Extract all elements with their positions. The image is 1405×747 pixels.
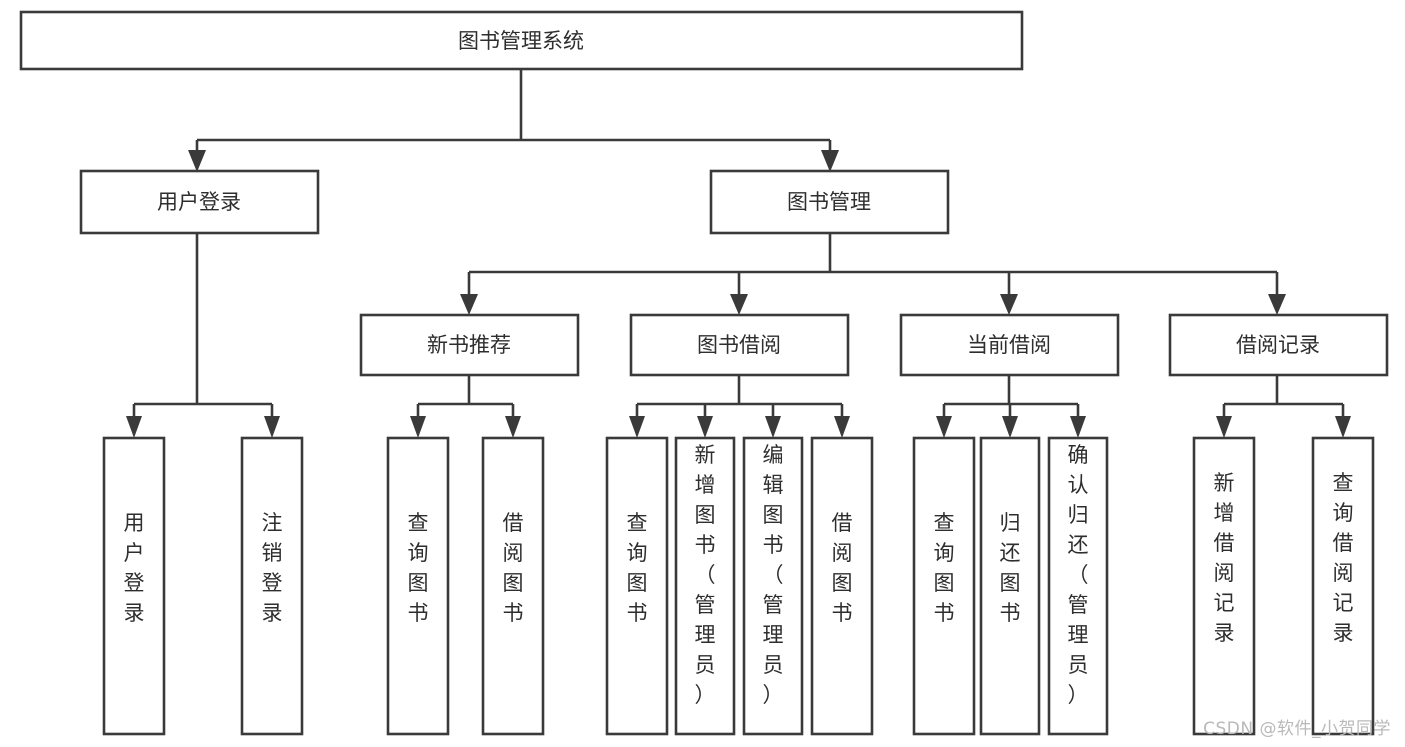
leaf-query-book-1-label: 查询图书 — [408, 511, 429, 625]
node-leaf-borrow-book-1[interactable]: 借阅图书 — [481, 436, 545, 736]
leaf-add-record-box[interactable] — [1192, 436, 1256, 736]
user-login-label: 用户登录 — [157, 190, 241, 214]
arrow-to-user-login — [188, 150, 206, 172]
node-book-manage[interactable]: 图书管理 — [709, 169, 950, 235]
leaf-borrow-book-1-box[interactable] — [481, 436, 545, 736]
leaf-add-book-box[interactable] — [674, 436, 736, 736]
leaf-logout-login-box[interactable] — [240, 436, 304, 736]
node-leaf-edit-book[interactable]: 编辑图书（管理员） — [742, 436, 804, 736]
book-borrow-label: 图书借阅 — [697, 333, 781, 357]
arrow-to-leaf-borrow-book-1 — [505, 416, 521, 438]
leaf-query-book-1-box[interactable] — [386, 436, 450, 736]
leaf-user-login-box[interactable] — [102, 436, 166, 736]
node-leaf-query-book-1[interactable]: 查询图书 — [386, 436, 450, 736]
node-user-login[interactable]: 用户登录 — [79, 169, 320, 235]
arrow-to-leaf-query-book-1 — [410, 416, 426, 438]
node-leaf-borrow-book-2[interactable]: 借阅图书 — [810, 436, 874, 736]
arrow-to-leaf-add-record — [1216, 416, 1232, 438]
arrow-to-leaf-user-login — [126, 416, 142, 438]
node-leaf-logout-login[interactable]: 注销登录 — [240, 436, 304, 736]
leaf-query-record-box[interactable] — [1311, 436, 1375, 736]
user-login-box[interactable] — [79, 169, 320, 235]
leaf-query-book-3-label: 查询图书 — [934, 511, 955, 625]
node-leaf-query-record[interactable]: 查询借阅记录 — [1311, 436, 1375, 736]
arrow-to-book-borrow — [730, 294, 748, 315]
arrow-to-leaf-borrow-book-2 — [834, 416, 850, 438]
leaf-return-book-box[interactable] — [979, 436, 1041, 736]
leaf-edit-book-box[interactable] — [742, 436, 804, 736]
node-leaf-query-book-2[interactable]: 查询图书 — [605, 436, 669, 736]
arrow-to-leaf-query-book-3 — [936, 416, 952, 438]
node-leaf-add-record[interactable]: 新增借阅记录 — [1192, 436, 1256, 736]
csdn-watermark: CSDN @软件_小贺同学 — [1203, 719, 1391, 739]
leaf-add-book-label: 新增图书（管理员） — [695, 443, 716, 707]
node-leaf-return-book[interactable]: 归还图书 — [979, 436, 1041, 736]
arrow-to-new-book-rec — [460, 294, 478, 315]
book-borrow-box[interactable] — [629, 313, 850, 377]
node-current-borrow[interactable]: 当前借阅 — [899, 313, 1120, 377]
leaf-borrow-book-2-box[interactable] — [810, 436, 874, 736]
root-box[interactable] — [19, 10, 1024, 71]
arrow-to-leaf-query-book-2 — [629, 416, 645, 438]
leaf-query-book-2-box[interactable] — [605, 436, 669, 736]
node-leaf-add-book[interactable]: 新增图书（管理员） — [674, 436, 736, 736]
leaf-add-record-label: 新增借阅记录 — [1214, 471, 1235, 645]
arrow-to-book-manage — [821, 150, 839, 172]
leaf-confirm-return-label: 确认归还（管理员） — [1068, 443, 1089, 707]
leaf-confirm-return-box[interactable] — [1047, 436, 1109, 736]
root-label: 图书管理系统 — [458, 29, 584, 53]
arrow-to-leaf-logout-login — [264, 416, 280, 438]
arrow-to-leaf-return-book — [1002, 416, 1018, 438]
arrow-to-current-borrow — [1000, 294, 1018, 315]
node-leaf-query-book-3[interactable]: 查询图书 — [912, 436, 976, 736]
node-borrow-record[interactable]: 借阅记录 — [1168, 313, 1389, 377]
arrow-to-leaf-add-book — [697, 416, 713, 438]
leaf-return-book-label: 归还图书 — [1000, 511, 1021, 625]
current-borrow-box[interactable] — [899, 313, 1120, 377]
node-leaf-confirm-return[interactable]: 确认归还（管理员） — [1047, 436, 1109, 736]
new-book-rec-label: 新书推荐 — [427, 333, 511, 357]
leaf-borrow-book-2-label: 借阅图书 — [832, 511, 853, 625]
leaf-query-book-2-label: 查询图书 — [627, 511, 648, 625]
leaf-borrow-book-1-label: 借阅图书 — [503, 511, 524, 625]
current-borrow-label: 当前借阅 — [967, 333, 1051, 357]
arrow-to-leaf-confirm-return — [1070, 416, 1086, 438]
node-new-book-rec[interactable]: 新书推荐 — [359, 313, 580, 377]
leaf-user-login-label: 用户登录 — [124, 511, 145, 625]
leaf-logout-login-label: 注销登录 — [262, 511, 283, 625]
leaf-edit-book-label: 编辑图书（管理员） — [763, 443, 784, 707]
borrow-record-label: 借阅记录 — [1236, 333, 1320, 357]
new-book-rec-box[interactable] — [359, 313, 580, 377]
node-leaf-user-login[interactable]: 用户登录 — [102, 436, 166, 736]
node-book-borrow[interactable]: 图书借阅 — [629, 313, 850, 377]
book-manage-box[interactable] — [709, 169, 950, 235]
arrow-to-borrow-record — [1268, 294, 1286, 315]
arrow-to-leaf-query-record — [1335, 416, 1351, 438]
leaf-query-record-label: 查询借阅记录 — [1333, 471, 1354, 645]
borrow-record-box[interactable] — [1168, 313, 1389, 377]
book-manage-label: 图书管理 — [787, 190, 871, 214]
node-root[interactable]: 图书管理系统 — [19, 10, 1024, 71]
arrow-to-leaf-edit-book — [765, 416, 781, 438]
leaf-query-book-3-box[interactable] — [912, 436, 976, 736]
arrowhead-layer — [126, 150, 1351, 438]
